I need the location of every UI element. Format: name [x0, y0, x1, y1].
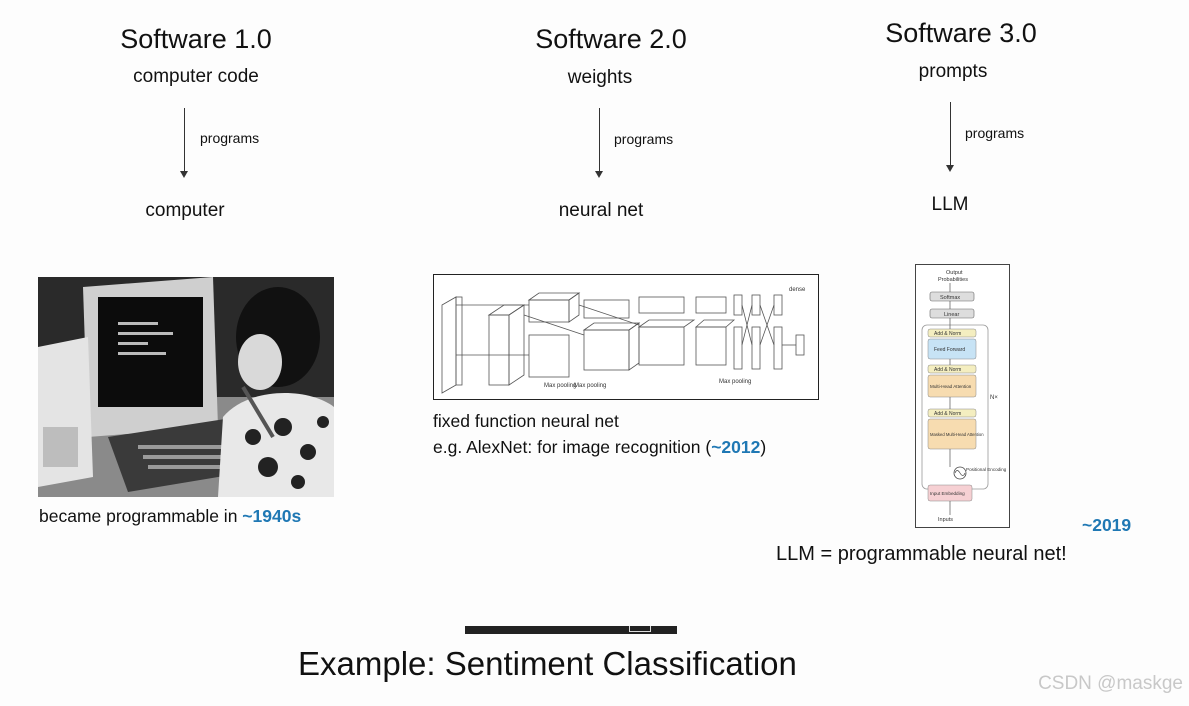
- software-2-caption-line1: fixed function neural net: [433, 411, 619, 431]
- tf-masked-label: Masked Multi-Head Attention: [930, 432, 984, 437]
- software-1-caption-text: became programmable in: [39, 506, 243, 526]
- slide-divider-bar: [465, 626, 677, 634]
- software-2-target: neural net: [558, 200, 644, 221]
- tf-addnorm-box-3: [927, 408, 977, 418]
- tf-mha-label: Multi-Head Attention: [930, 384, 972, 389]
- tf-pos-label: Positional Encoding: [966, 467, 1007, 472]
- software-2-arrow-label: programs: [614, 131, 674, 147]
- software-2-arrow: [595, 108, 603, 178]
- software-1-target: computer: [145, 200, 225, 221]
- vintage-computer-illustration: [38, 277, 334, 497]
- tf-output-label: Output: [946, 270, 963, 276]
- watermark: CSDN @maskge: [1038, 673, 1183, 694]
- tf-addnorm-label-3: Add & Norm: [934, 411, 961, 417]
- alexnet-maxpool-label-1: Max pooling: [544, 383, 576, 389]
- transformer-illustration: Output Probabilities Softmax Linear Add …: [921, 270, 1007, 523]
- alexnet-diagram: Max pooling Max pooling Max pooling dens…: [433, 274, 819, 400]
- alexnet-dense-label: dense: [789, 287, 806, 293]
- transformer-diagram: Output Probabilities Softmax Linear Add …: [915, 264, 1010, 528]
- software-1-arrow: [180, 108, 188, 178]
- tf-softmax-label: Softmax: [940, 295, 960, 301]
- software-3-target: LLM: [931, 194, 969, 215]
- software-3-source: prompts: [918, 61, 988, 82]
- software-3-arrow: [946, 102, 954, 172]
- alexnet-illustration: Max pooling Max pooling Max pooling dens…: [441, 287, 806, 394]
- next-slide-title: Example: Sentiment Classification: [298, 645, 797, 682]
- tf-ff-label: Feed Forward: [934, 347, 965, 353]
- software-3-year: ~2019: [1082, 515, 1132, 535]
- software-1-title: Software 1.0: [120, 24, 272, 54]
- alexnet-maxpool-label-2: Max pooling: [574, 383, 606, 389]
- tf-inputs-label: Inputs: [938, 517, 953, 523]
- tf-linear-label: Linear: [944, 312, 959, 318]
- tf-softmax-box: [929, 291, 975, 302]
- tf-nx-label: N×: [990, 395, 998, 401]
- software-2-caption-suffix: ): [760, 437, 767, 457]
- tf-addnorm-label-2: Add & Norm: [934, 367, 961, 373]
- software-1-arrow-label: programs: [200, 130, 260, 146]
- tf-addnorm-box-1: [927, 328, 977, 338]
- software-2-source: weights: [567, 67, 633, 88]
- software-3-caption: LLM = programmable neural net!: [776, 543, 1067, 565]
- software-2-caption-text: e.g. AlexNet: for image recognition (: [433, 437, 712, 457]
- software-2-title: Software 2.0: [535, 24, 687, 54]
- software-2-year: ~2012: [711, 437, 761, 457]
- software-1-caption: became programmable in ~1940s: [39, 506, 301, 527]
- tf-addnorm-label-1: Add & Norm: [934, 331, 961, 337]
- software-1-source: computer code: [133, 66, 259, 87]
- software-2-caption-line2: e.g. AlexNet: for image recognition (~20…: [433, 437, 766, 458]
- software-3-title: Software 3.0: [885, 18, 1037, 48]
- alexnet-maxpool-label-3: Max pooling: [719, 379, 751, 385]
- tf-masked-mha-box: [927, 418, 977, 450]
- tf-ff-box: [927, 338, 977, 360]
- tf-probs-label: Probabilities: [938, 277, 968, 283]
- software-3-arrow-label: programs: [965, 125, 1025, 141]
- tf-addnorm-box-2: [927, 364, 977, 374]
- tf-embed-label: Input Embedding: [930, 491, 965, 496]
- vintage-computer-photo: [38, 277, 334, 497]
- tf-linear-box: [929, 308, 975, 319]
- software-1-year: ~1940s: [242, 506, 302, 526]
- tf-mha-box: [927, 374, 977, 398]
